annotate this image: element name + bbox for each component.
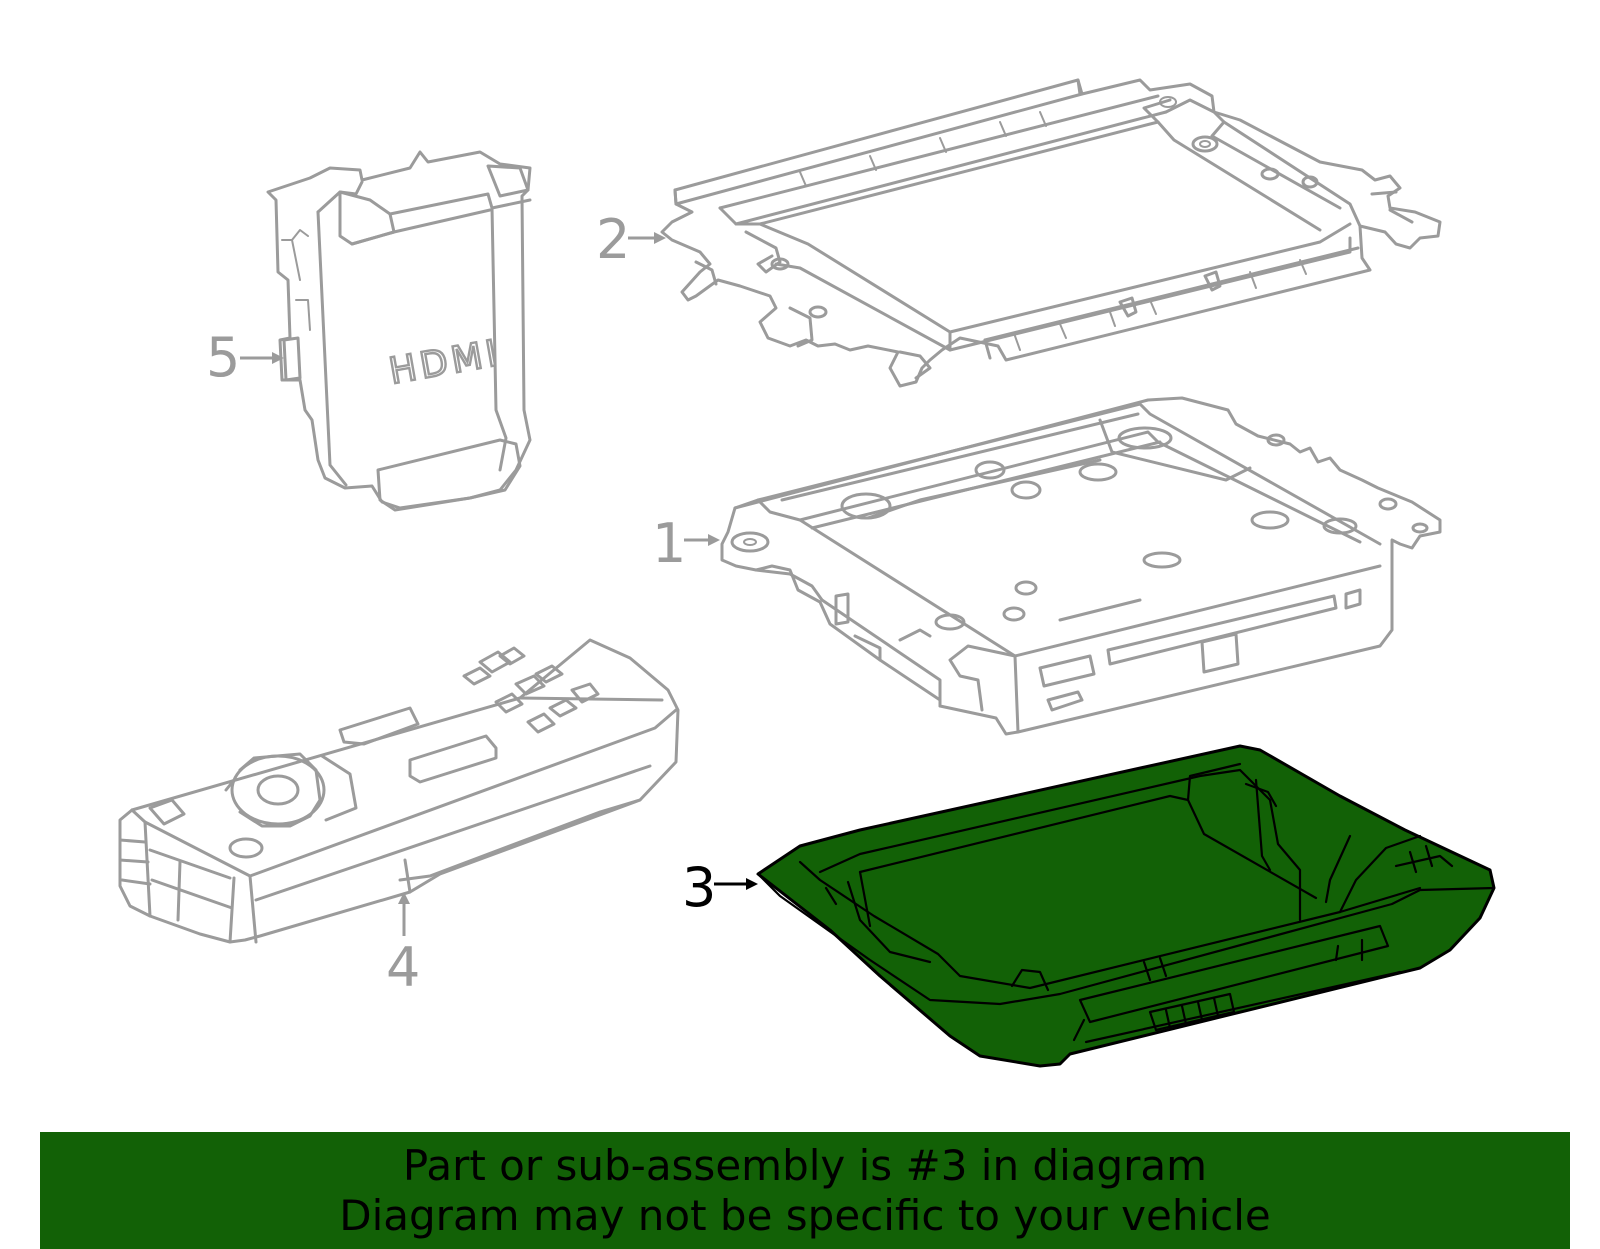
callout-2[interactable]: 2 xyxy=(596,208,666,271)
callout-label-4: 4 xyxy=(386,936,420,999)
banner-line-2: Diagram may not be specific to your vehi… xyxy=(339,1190,1271,1240)
part-1-main-unit[interactable] xyxy=(720,396,1442,736)
callout-3[interactable]: 3 xyxy=(682,856,758,919)
info-banner: Part or sub-assembly is #3 in diagram Di… xyxy=(40,1132,1570,1249)
callout-label-2: 2 xyxy=(596,208,630,271)
part-5-hdmi-module[interactable]: HDMI xyxy=(266,150,532,512)
banner-line-1: Part or sub-assembly is #3 in diagram xyxy=(402,1140,1208,1190)
banner-background xyxy=(40,1132,1570,1249)
callout-label-1: 1 xyxy=(652,512,686,575)
part-3-housing-highlighted[interactable] xyxy=(756,744,1496,1068)
callout-label-3: 3 xyxy=(682,856,716,919)
callout-5[interactable]: 5 xyxy=(206,326,284,389)
part-4-remote-control[interactable] xyxy=(118,638,680,944)
callout-4[interactable]: 4 xyxy=(386,892,420,999)
callout-1[interactable]: 1 xyxy=(652,512,720,575)
part-2-bracket-frame[interactable] xyxy=(660,78,1442,388)
callout-label-5: 5 xyxy=(206,326,240,389)
hdmi-marking: HDMI xyxy=(386,333,504,393)
